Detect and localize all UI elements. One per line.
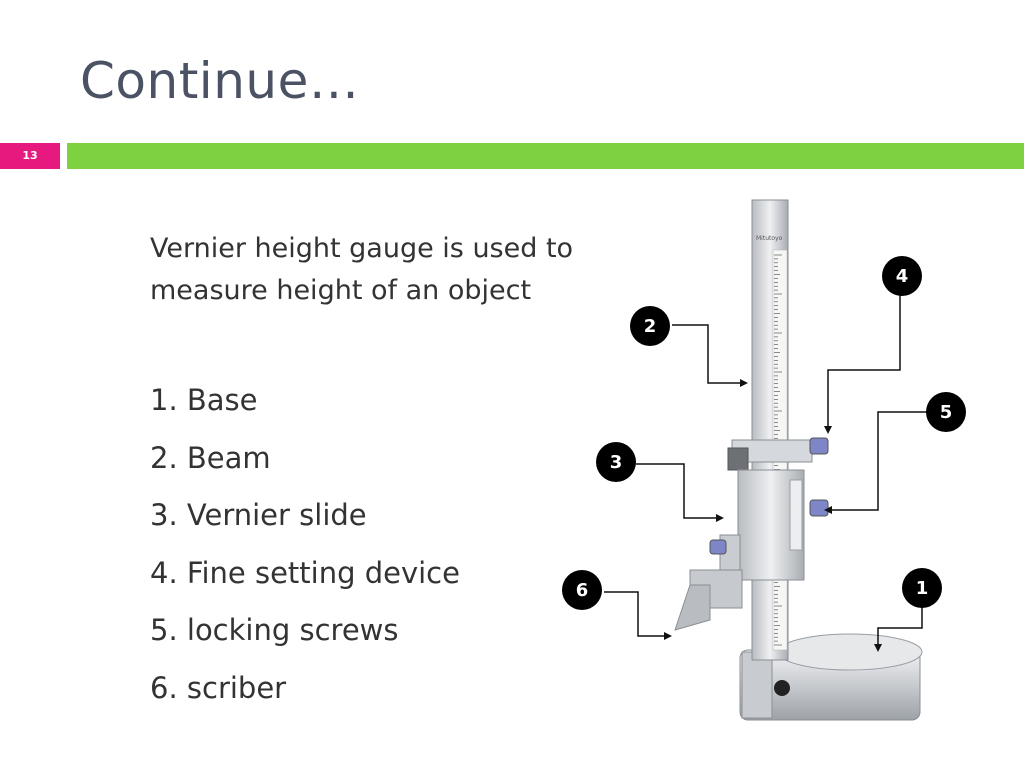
callout-leaders — [604, 280, 946, 648]
callout-arrowheads — [664, 379, 882, 652]
svg-text:1: 1 — [916, 578, 929, 599]
beam-shape: Mitutoyo — [751, 199, 789, 661]
callout-2: 2 — [630, 306, 670, 346]
header-bar: 13 — [0, 143, 1024, 169]
accent-bar — [67, 143, 1024, 169]
svg-text:2: 2 — [644, 316, 657, 337]
svg-text:6: 6 — [576, 580, 589, 601]
intro-text: Vernier height gauge is used to measure … — [150, 233, 574, 306]
callout-5: 5 — [926, 392, 966, 432]
svg-text:Mitutoyo: Mitutoyo — [756, 235, 783, 242]
height-gauge-illustration: Mitutoyo 1 — [562, 199, 966, 721]
svg-text:3: 3 — [610, 452, 623, 473]
svg-text:5: 5 — [940, 402, 953, 423]
list-item: 1. Base — [150, 383, 258, 417]
list-item: 2. Beam — [150, 440, 271, 475]
svg-text:4: 4 — [896, 266, 909, 287]
parts-list: 1. Base 2. Beam 3. Vernier slide 4. Fine… — [150, 378, 460, 723]
list-item: 5. locking screws — [150, 613, 399, 647]
list-item: 4. Fine setting device — [150, 555, 460, 590]
list-item: 3. Vernier slide — [150, 498, 367, 532]
page-number-badge: 13 — [0, 143, 60, 169]
callout-3: 3 — [596, 442, 636, 482]
vernier-slide-shape — [719, 439, 813, 581]
screw-shapes — [709, 437, 829, 555]
scriber-shape — [674, 569, 743, 631]
base-shape — [739, 633, 923, 721]
callout-6: 6 — [562, 570, 602, 610]
callout-4: 4 — [882, 256, 922, 296]
callout-1: 1 — [902, 568, 942, 608]
slide-title: Continue… — [80, 52, 360, 110]
list-item: 6. scriber — [150, 670, 287, 705]
